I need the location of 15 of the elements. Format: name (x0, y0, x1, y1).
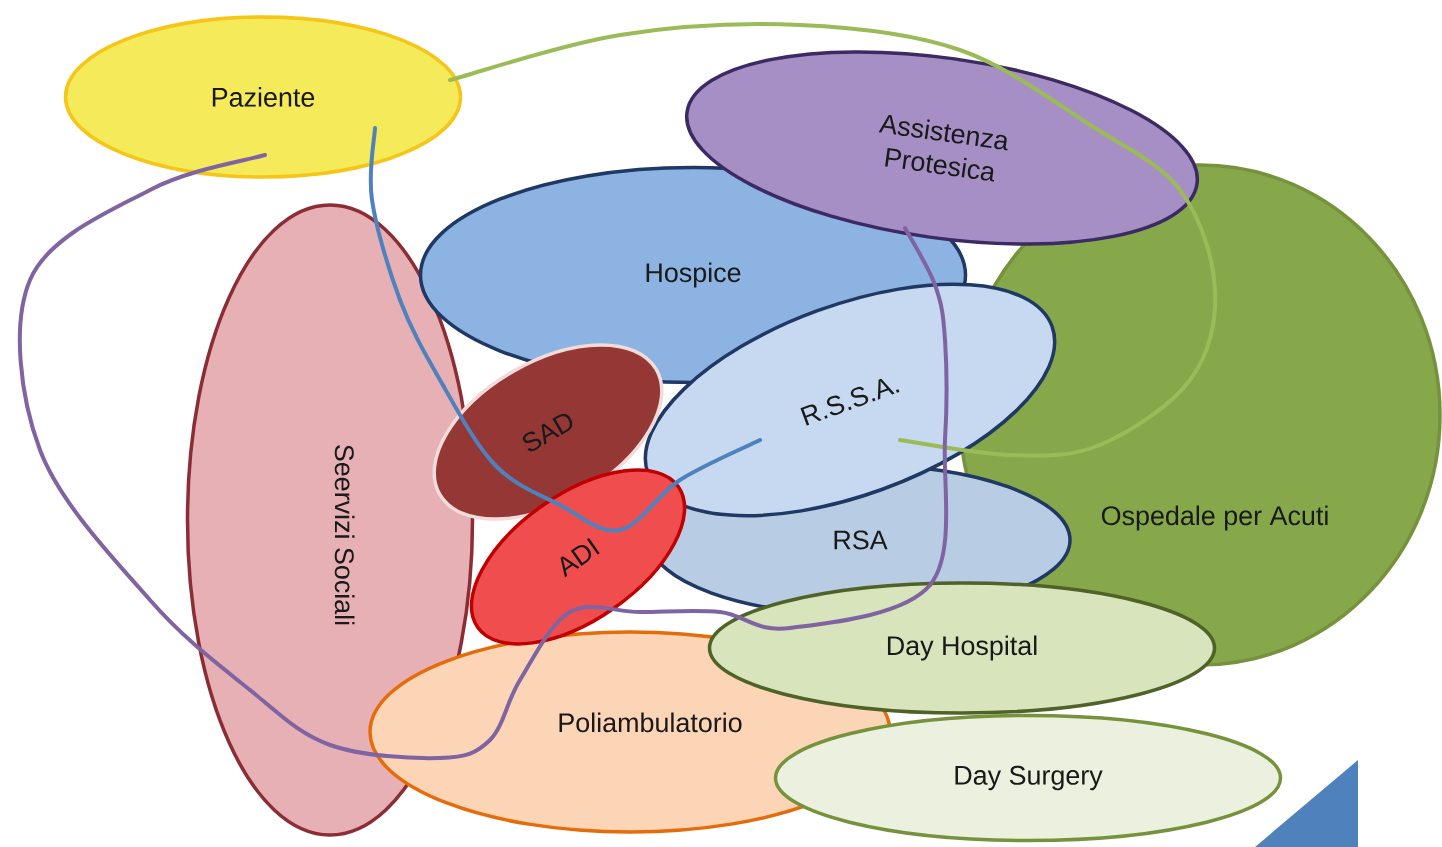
path-curve (933, 283, 949, 442)
path-curve (398, 298, 497, 467)
path-curve (448, 22, 1092, 127)
path-curve (1088, 123, 1217, 292)
path-curve (788, 583, 932, 630)
path-curve (493, 463, 622, 533)
path-curve (618, 438, 762, 532)
path-curve (903, 226, 937, 287)
path-curve (248, 688, 442, 761)
path-curve (928, 438, 949, 587)
path-curve (17, 153, 267, 692)
path-curve (368, 126, 402, 302)
path-curve (568, 604, 792, 631)
path-curve (438, 610, 572, 760)
path-curve (898, 288, 1218, 458)
